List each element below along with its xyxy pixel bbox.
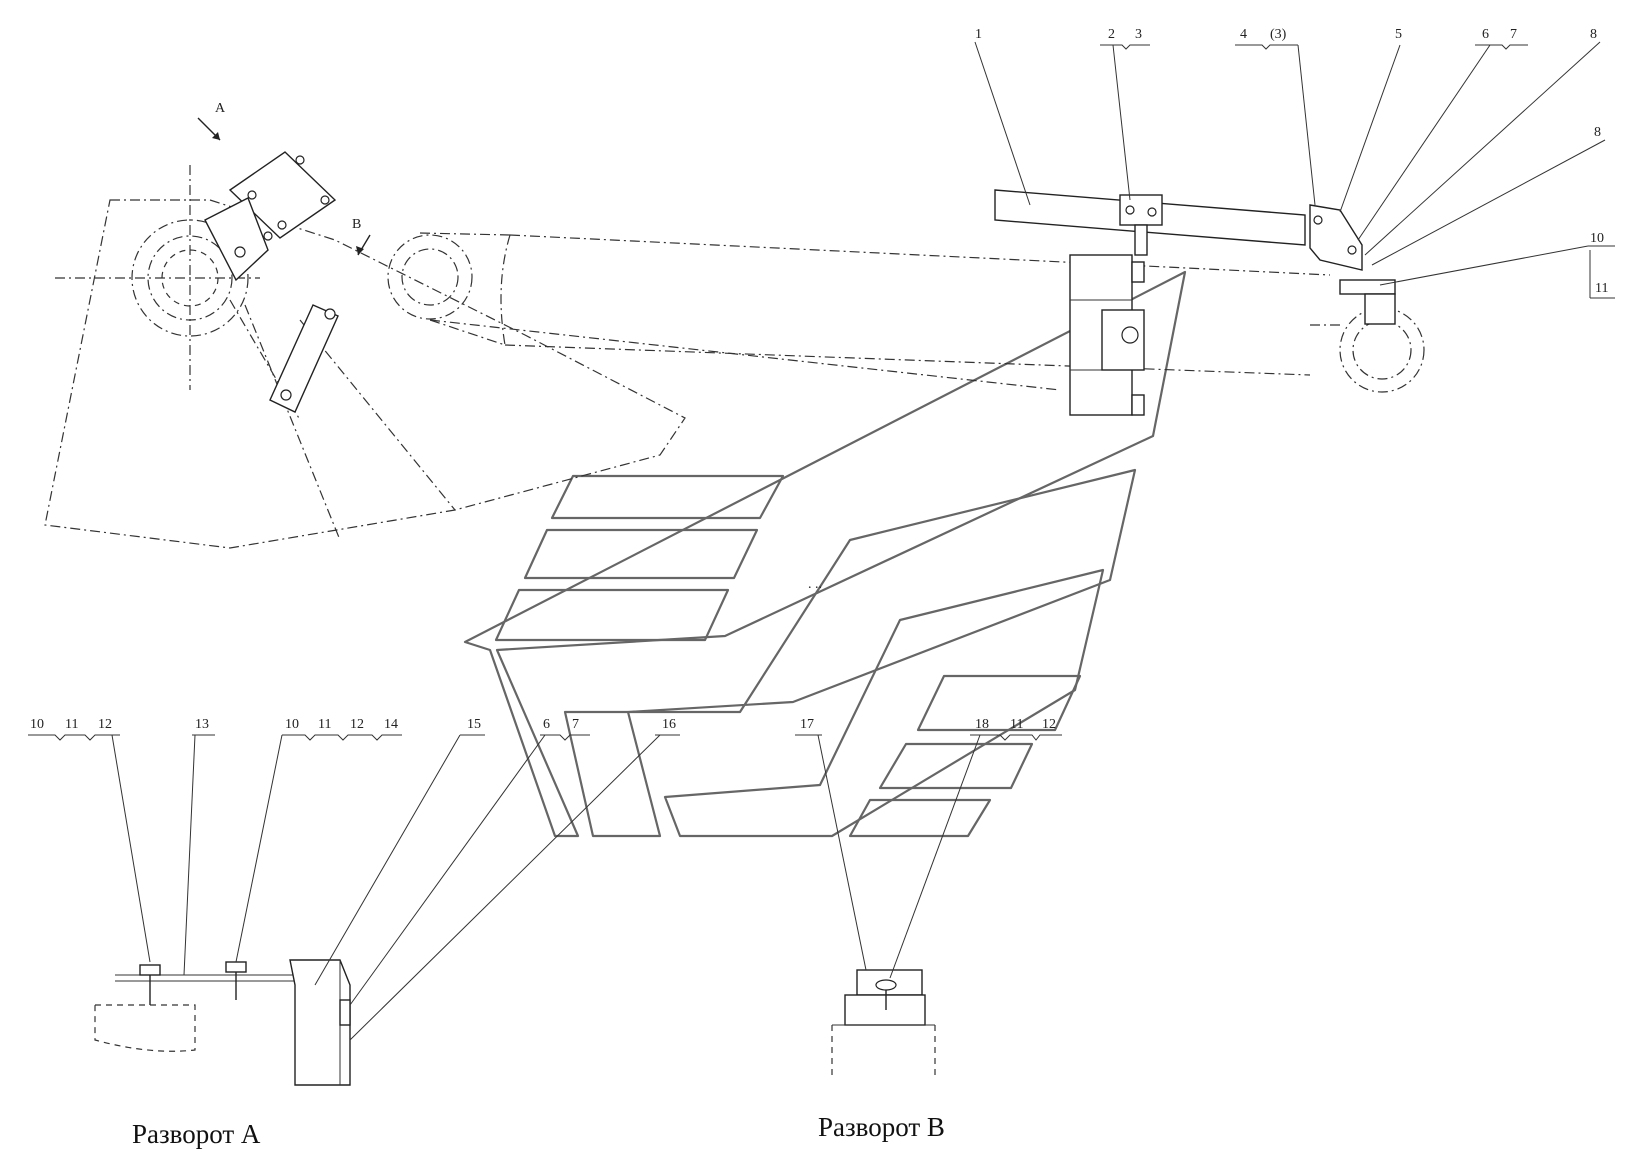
callouts-b: 17 18 11 12 — [795, 717, 1062, 979]
callout-a-13: 13 — [195, 717, 209, 732]
callout-b-17: 17 — [800, 717, 814, 732]
callout-8: 8 — [1590, 27, 1597, 42]
callout-a-14: 14 — [384, 717, 398, 732]
callout-4: 4 — [1240, 27, 1247, 42]
callout-3-ref: (3) — [1270, 27, 1287, 42]
caption-view-b: Разворот В — [818, 1112, 945, 1142]
callout-b-18: 18 — [975, 717, 989, 732]
callout-10: 10 — [1590, 231, 1604, 246]
watermark-dots: . .. — [808, 577, 822, 592]
callout-a-15: 15 — [467, 717, 481, 732]
callout-a-12b: 12 — [350, 717, 364, 732]
callout-9: 8 — [1594, 125, 1601, 140]
callout-a-7: 7 — [572, 717, 579, 732]
caption-view-a: Разворот А — [132, 1119, 261, 1149]
pivot-bracket — [204, 151, 337, 282]
callout-a-10b: 10 — [285, 717, 299, 732]
callout-a-11: 11 — [65, 717, 78, 732]
watermark-logo: . .. — [463, 270, 1187, 838]
boom-frame — [44, 165, 1425, 549]
cylinder-clamp — [1069, 254, 1145, 416]
callout-3: 3 — [1135, 27, 1142, 42]
callout-7: 7 — [1510, 27, 1517, 42]
callout-a-10: 10 — [30, 717, 44, 732]
view-arrows: A B — [197, 101, 371, 256]
callouts-a: 10 11 12 13 10 11 12 14 15 6 7 16 — [28, 717, 680, 1041]
view-b-letter: B — [352, 217, 361, 232]
sensor-bar — [994, 189, 1396, 325]
callout-a-11b: 11 — [318, 717, 331, 732]
callouts-top: 1 2 3 4 (3) 5 6 7 8 8 10 11 — [974, 27, 1615, 299]
callout-a-12: 12 — [98, 717, 112, 732]
detail-a — [94, 959, 351, 1086]
detail-b — [831, 969, 936, 1080]
callout-a-16: 16 — [662, 717, 676, 732]
callout-b-11: 11 — [1010, 717, 1023, 732]
callout-6: 6 — [1482, 27, 1489, 42]
callout-5: 5 — [1395, 27, 1402, 42]
view-a-letter: A — [215, 101, 226, 116]
callout-11: 11 — [1595, 281, 1608, 296]
callout-a-6: 6 — [543, 717, 550, 732]
callout-1: 1 — [975, 27, 982, 42]
guard-plate — [269, 304, 339, 413]
callout-2: 2 — [1108, 27, 1115, 42]
callout-b-12: 12 — [1042, 717, 1056, 732]
